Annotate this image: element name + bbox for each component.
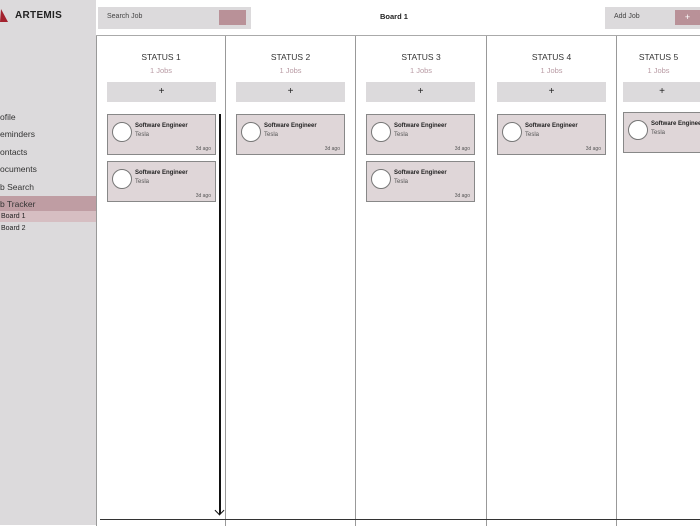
job-card[interactable]: Software Engineer Tesla 3d ago [107,114,216,155]
column-count: 1 Jobs [409,66,433,75]
column-title: STATUS 4 [531,52,572,62]
column-count: 1 Jobs [279,66,302,75]
job-card[interactable]: Software Engineer Tesla [623,112,700,153]
kanban-board: STATUS 1 1 Jobs + Software Engineer Tesl… [96,35,700,526]
status-column: STATUS 1 1 Jobs + Software Engineer Tesl… [96,36,225,526]
logo-icon [0,9,8,22]
avatar [371,122,391,142]
sidebar-item-documents[interactable]: ocuments [0,164,37,174]
add-card-button[interactable]: + [623,82,700,102]
avatar [241,122,261,142]
company-name: Tesla [264,132,279,138]
job-title: Software Engineer [394,123,447,129]
search-input[interactable]: Search Job [98,7,251,29]
app-name: ARTEMIS [15,10,63,21]
timestamp: 3d ago [454,193,470,199]
sidebar-item-contacts[interactable]: ontacts [0,147,28,157]
company-name: Tesla [135,179,150,185]
job-card[interactable]: Software Engineer Tesla 3d ago [366,161,475,202]
sidebar-item-profile[interactable]: ofile [0,112,16,122]
search-placeholder: Search Job [107,13,143,20]
job-title: Software Engineer [135,170,188,176]
company-name: Tesla [394,132,409,138]
column-count: 1 Jobs [149,66,173,75]
add-job-field[interactable]: Add Job + [605,7,700,29]
column-count: 1 Jobs [540,66,563,75]
status-column: STATUS 2 1 Jobs + Software Engineer Tesl… [225,36,355,526]
column-count: 1 Jobs [647,66,670,75]
add-card-button[interactable]: + [107,82,216,102]
column-title: STATUS 3 [401,52,441,62]
avatar [112,122,132,142]
add-card-button[interactable]: + [497,82,606,102]
add-job-label: Add Job [614,13,640,20]
job-title: Software Engineer [135,123,188,129]
avatar [628,120,648,140]
job-card[interactable]: Software Engineer Tesla 3d ago [107,161,216,202]
sidebar: ARTEMIS ofile eminders ontacts ocuments … [0,0,96,525]
scroll-arrow-line [219,114,221,514]
job-title: Software Engineer [651,121,700,127]
job-card[interactable]: Software Engineer Tesla 3d ago [236,114,345,155]
add-card-button[interactable]: + [366,82,475,102]
avatar [371,169,391,189]
company-name: Tesla [394,179,409,185]
divider [100,519,700,520]
sidebar-item-job-tracker[interactable]: b Tracker [0,196,96,212]
sidebar-subitem-board-1[interactable]: Board 1 [0,211,96,222]
status-column: STATUS 5 1 Jobs + Software Engineer Tesl… [616,36,700,526]
timestamp: 3d ago [195,146,211,152]
company-name: Tesla [525,132,540,138]
job-title: Software Engineer [264,123,317,129]
job-title: Software Engineer [394,170,447,176]
avatar [502,122,522,142]
job-card[interactable]: Software Engineer Tesla 3d ago [366,114,475,155]
company-name: Tesla [135,132,150,138]
timestamp: 3d ago [585,146,601,152]
job-card[interactable]: Software Engineer Tesla 3d ago [497,114,606,155]
page-title: Board 1 [380,12,408,21]
timestamp: 3d ago [195,193,211,199]
add-card-button[interactable]: + [236,82,345,102]
column-title: STATUS 5 [638,52,679,62]
search-button[interactable] [219,10,246,25]
avatar [112,169,132,189]
status-column: STATUS 4 1 Jobs + Software Engineer Tesl… [486,36,616,526]
column-title: STATUS 2 [270,52,311,62]
timestamp: 3d ago [454,146,470,152]
column-title: STATUS 1 [141,52,181,62]
add-job-button[interactable]: + [675,10,700,25]
job-title: Software Engineer [525,123,578,129]
sidebar-item-reminders[interactable]: eminders [0,129,35,139]
status-column: STATUS 3 1 Jobs + Software Engineer Tesl… [355,36,486,526]
sidebar-subitem-board-2[interactable]: Board 2 [1,225,26,232]
timestamp: 3d ago [324,146,340,152]
sidebar-item-job-search[interactable]: b Search [0,182,35,192]
company-name: Tesla [651,130,666,136]
